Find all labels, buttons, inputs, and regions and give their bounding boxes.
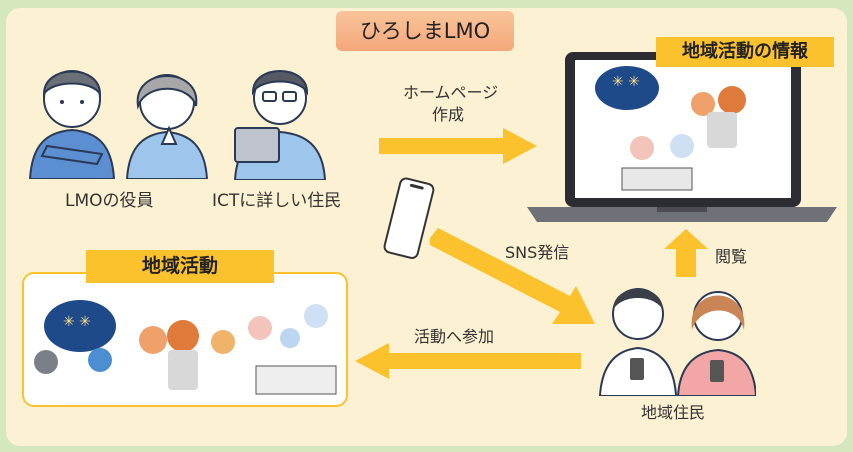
- lmo-officers-label: LMOの役員: [65, 191, 154, 211]
- ict-resident-illustration: [233, 70, 327, 180]
- join-arrow: [355, 343, 581, 379]
- activities-tag: 地域活動: [86, 250, 274, 283]
- svg-text:✳ ✳: ✳ ✳: [63, 314, 91, 330]
- laptop-info-tag: 地域活動の情報: [656, 37, 834, 67]
- ict-residents-label: ICTに詳しい住民: [212, 191, 342, 211]
- view-arrow: [664, 229, 708, 277]
- homepage-label-line1: ホームページ: [403, 83, 499, 102]
- diagram-title: ひろしまLMO: [336, 11, 514, 51]
- homepage-label-line2: 作成: [432, 105, 465, 124]
- smartphone-icon: [383, 177, 435, 259]
- local-residents-illustration: [598, 288, 756, 396]
- lmo-officers-illustration: [28, 70, 209, 179]
- officer-man-figure: [28, 70, 116, 179]
- view-label: 閲覧: [715, 247, 748, 266]
- sns-arrow: [430, 228, 595, 324]
- svg-text:✳ ✳: ✳ ✳: [612, 74, 640, 90]
- local-residents-label: 地域住民: [641, 403, 706, 422]
- sns-label: SNS発信: [505, 243, 570, 262]
- laptop-illustration: ✳ ✳: [527, 52, 837, 222]
- activities-illustrations: ✳ ✳: [34, 300, 337, 395]
- officer-woman-figure: [125, 74, 209, 179]
- homepage-arrow: [379, 128, 537, 164]
- join-label: 活動へ参加: [414, 327, 495, 346]
